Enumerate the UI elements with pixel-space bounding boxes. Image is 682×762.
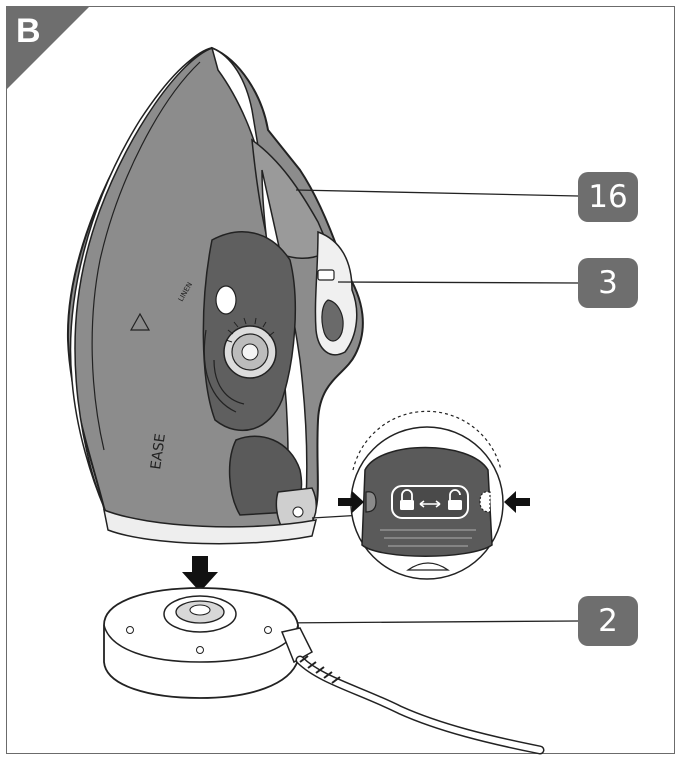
down-arrow-icon [182,556,218,592]
temperature-dial [223,317,277,379]
iron-indicator-oval [215,285,237,315]
iron-base-dock [103,587,545,755]
callout-label-16: 16 [578,172,638,222]
panel-letter: B [16,12,41,50]
callout-label-3: 3 [578,258,638,308]
warning-triangle-icon [129,312,151,331]
leader-line-16 [295,189,579,197]
panel-corner-tab [6,6,90,90]
leader-line-2 [271,620,579,624]
steam-iron: EASE LINEN [66,46,364,545]
spray-button [317,269,335,281]
lock-detail-magnifier [350,410,504,580]
ease-label: EASE [148,433,169,471]
iron-grip-swirl [203,329,245,413]
left-release-tab [365,491,377,513]
callout-label-2: 2 [578,596,638,646]
right-press-arrow-icon [504,491,530,513]
iron-soleplate [102,508,318,545]
leader-line-3 [337,281,579,284]
lock-collar-button [292,506,304,518]
steam-trigger-inner [321,299,344,342]
left-press-arrow-icon [338,491,364,513]
right-release-tab [479,491,491,513]
padlock-open-icon [448,489,462,510]
iron-left-rim-inner [91,61,201,451]
padlock-closed-icon [400,489,414,510]
power-cord [295,655,545,755]
double-arrow-icon [419,500,441,508]
